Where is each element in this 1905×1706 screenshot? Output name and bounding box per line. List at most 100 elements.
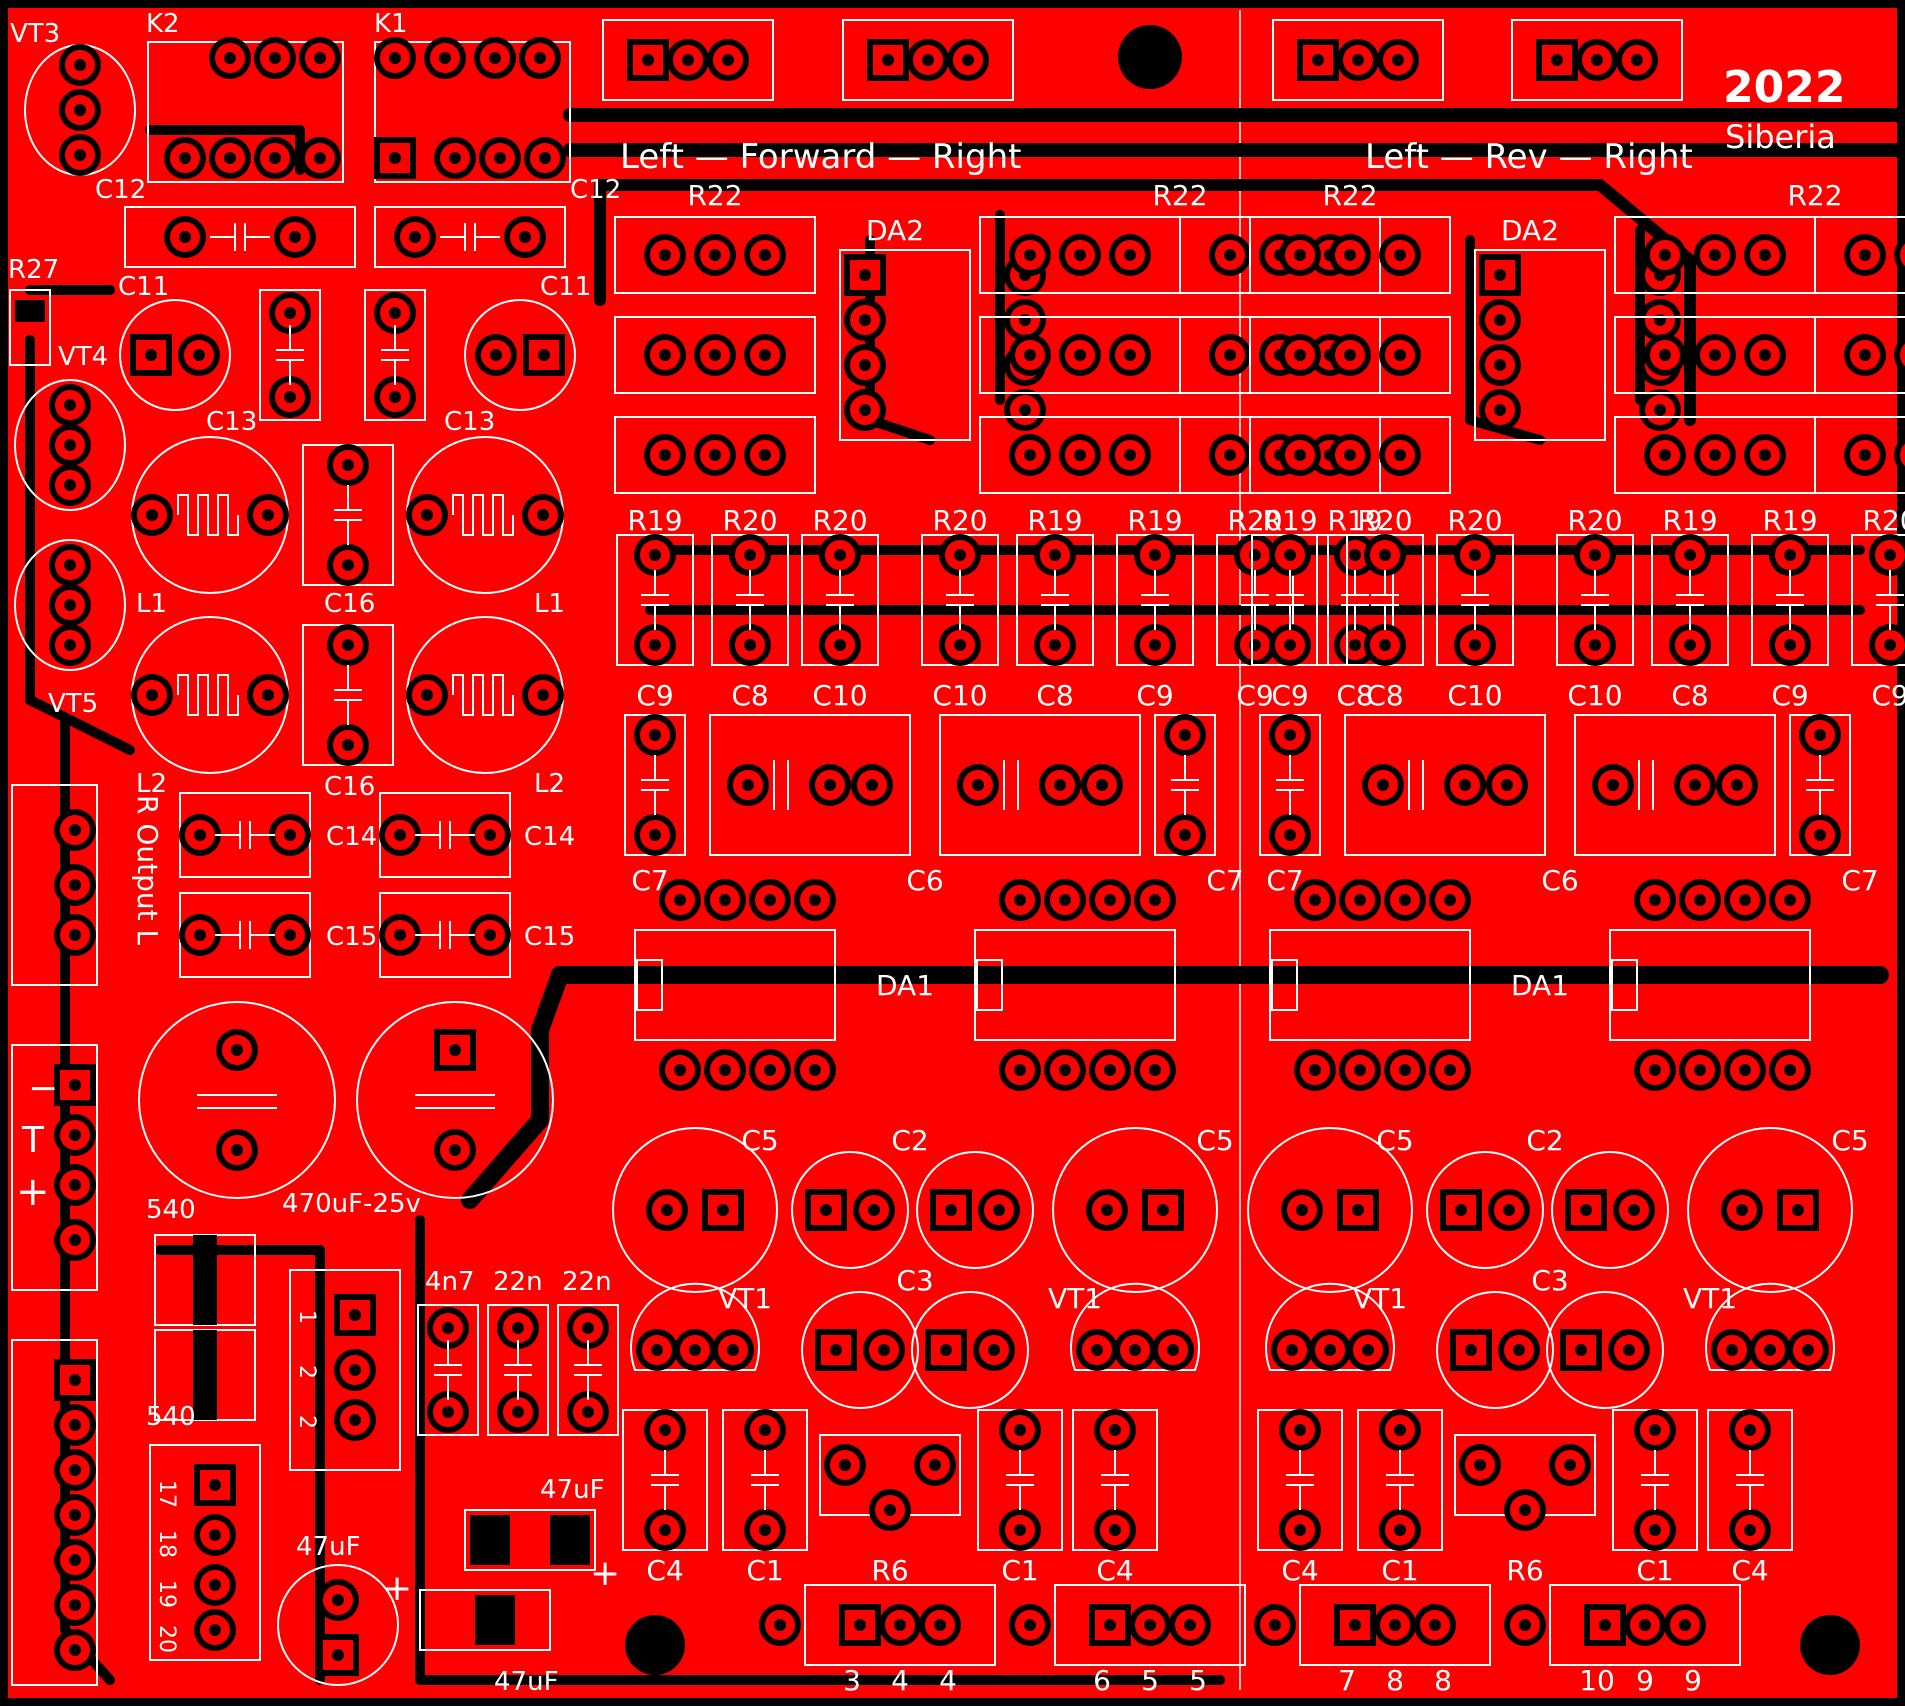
connector-pin-label: 8 (1434, 1664, 1452, 1697)
plus2-label: + (590, 1553, 620, 1594)
left-section: VT3 K2 K1 C12 C12 R27 C11 C11 VT4 (8, 9, 621, 1697)
cap470-label: 470uF-25v (282, 1189, 421, 1219)
da2-label: DA2 (1501, 214, 1559, 247)
bottom-cap (1612, 1409, 1698, 1551)
connector-pin-label: 5 (1141, 1664, 1159, 1697)
vt5-label: VT5 (48, 689, 98, 719)
output-connector (1254, 1584, 1491, 1666)
plus3-label: + (382, 1568, 412, 1609)
c15a-label: C15 (326, 922, 377, 952)
da1-ic (1609, 879, 1811, 1091)
bottom-cap-label: C4 (1096, 1554, 1133, 1587)
year-label: 2022 (1723, 62, 1845, 113)
c16b-label: C16 (324, 772, 375, 802)
da2-ic (1474, 249, 1681, 441)
bottom-cap-label: C10 (932, 679, 987, 712)
da2-ic (839, 249, 1046, 441)
vt1b-label: VT1 (1048, 1282, 1102, 1315)
connector-pin-label: 5 (1189, 1664, 1207, 1697)
c12b-label: C12 (570, 175, 621, 205)
place-label: Siberia (1725, 118, 1836, 156)
r22-label: R22 (1322, 179, 1377, 212)
connector-pin-label: 6 (1093, 1664, 1111, 1697)
c7-cap (1789, 714, 1851, 856)
l1a-label: L1 (136, 589, 167, 619)
r27-label: R27 (8, 255, 59, 285)
bottom-cap-label: C8 (1336, 679, 1373, 712)
c2-label: C2 (1526, 1124, 1563, 1157)
vt3-label: VT3 (10, 19, 60, 49)
bottom-cap (1257, 1409, 1343, 1551)
bottom-cap-label: C9 (636, 679, 673, 712)
small-cap (1346, 534, 1424, 666)
cap22na-label: 22n (493, 1267, 543, 1297)
bottom-cap-label: C9 (1771, 679, 1808, 712)
l1b-label: L1 (534, 589, 565, 619)
svg-text:2: 2 (294, 1365, 319, 1379)
bottom-cap-label: C10 (812, 679, 867, 712)
bottom-cap-label: C8 (731, 679, 768, 712)
minus-label: − (28, 1068, 58, 1109)
channel-left: R22DA2R22R19C9R20C8R20C10R20C10R19C8R19C… (612, 179, 1394, 1587)
small-cap (711, 534, 789, 666)
c13b-label: C13 (444, 407, 495, 437)
connector-pin-label: 9 (1684, 1664, 1702, 1697)
bottom-cap-label: C4 (646, 1554, 683, 1587)
k2-label: K2 (146, 9, 180, 39)
c3-label: C3 (1531, 1264, 1568, 1297)
small-cap (1556, 534, 1634, 666)
svg-text:17: 17 (154, 1480, 179, 1508)
cap22nb-label: 22n (562, 1267, 612, 1297)
top-cap-label: R19 (1662, 504, 1717, 537)
vt1b-label: VT1 (1683, 1282, 1737, 1315)
c15b-label: C15 (524, 922, 575, 952)
bottom-cap-label: C1 (1636, 1554, 1673, 1587)
connector-pin-label: 9 (1636, 1664, 1654, 1697)
top-headers: Left — Forward — Right Left — Rev — Righ… (602, 19, 1845, 177)
c7b-label: C7 (1841, 864, 1878, 897)
top-cap-label: R19 (1762, 504, 1817, 537)
forward-header-label: Left — Forward — Right (620, 137, 1021, 177)
svg-text:T: T (21, 1120, 45, 1161)
bottom-cap-label: C8 (1671, 679, 1708, 712)
traces (25, 108, 1905, 1685)
small-cap (1116, 534, 1194, 666)
ind540a-label: 540 (146, 1195, 196, 1225)
vt1-label: VT1 (1353, 1282, 1407, 1315)
channel-right: R22DA2R22R19C9R20C8R20C10R20C10R19C8R19C… (1247, 179, 1905, 1587)
vt1-label: VT1 (718, 1282, 772, 1315)
c5-cap (1247, 1127, 1413, 1293)
c7-cap (624, 714, 686, 856)
c6-label: C6 (1541, 864, 1578, 897)
c7b-label: C7 (1206, 864, 1243, 897)
small-cap (1016, 534, 1094, 666)
top-cap-label: R19 (627, 504, 682, 537)
connector-pin-label: 4 (939, 1664, 957, 1697)
r22b-label: R22 (1787, 179, 1842, 212)
small-cap (1436, 534, 1514, 666)
l2b-label: L2 (534, 769, 565, 799)
top-cap-label: R19 (1127, 504, 1182, 537)
cap47a-label: 47uF (296, 1532, 361, 1562)
connector-pin-label: 4 (891, 1664, 909, 1697)
bottom-cap-label: C9 (1871, 679, 1905, 712)
top-cap-label: R20 (1862, 504, 1905, 537)
connector-pin-label: 3 (843, 1664, 861, 1697)
da1-ic (1269, 879, 1471, 1091)
top-cap-label: R20 (722, 504, 777, 537)
connector-pin-label: 8 (1386, 1664, 1404, 1697)
top-cap-label: R20 (812, 504, 867, 537)
output-connector (1504, 1584, 1741, 1666)
c11a-label: C11 (118, 272, 169, 302)
da1-label: DA1 (876, 969, 934, 1002)
c5-cap (612, 1127, 778, 1293)
bottom-cap-label: C10 (1447, 679, 1502, 712)
connector-pin-label: 10 (1579, 1664, 1615, 1697)
c13a-label: C13 (206, 407, 257, 437)
bottom-cap-label: C1 (746, 1554, 783, 1587)
r6-trimmer (1454, 1434, 1596, 1531)
svg-text:20: 20 (154, 1625, 179, 1653)
top-cap-label: R20 (1227, 504, 1282, 537)
c2-label: C2 (891, 1124, 928, 1157)
da1-label: DA1 (1511, 969, 1569, 1002)
